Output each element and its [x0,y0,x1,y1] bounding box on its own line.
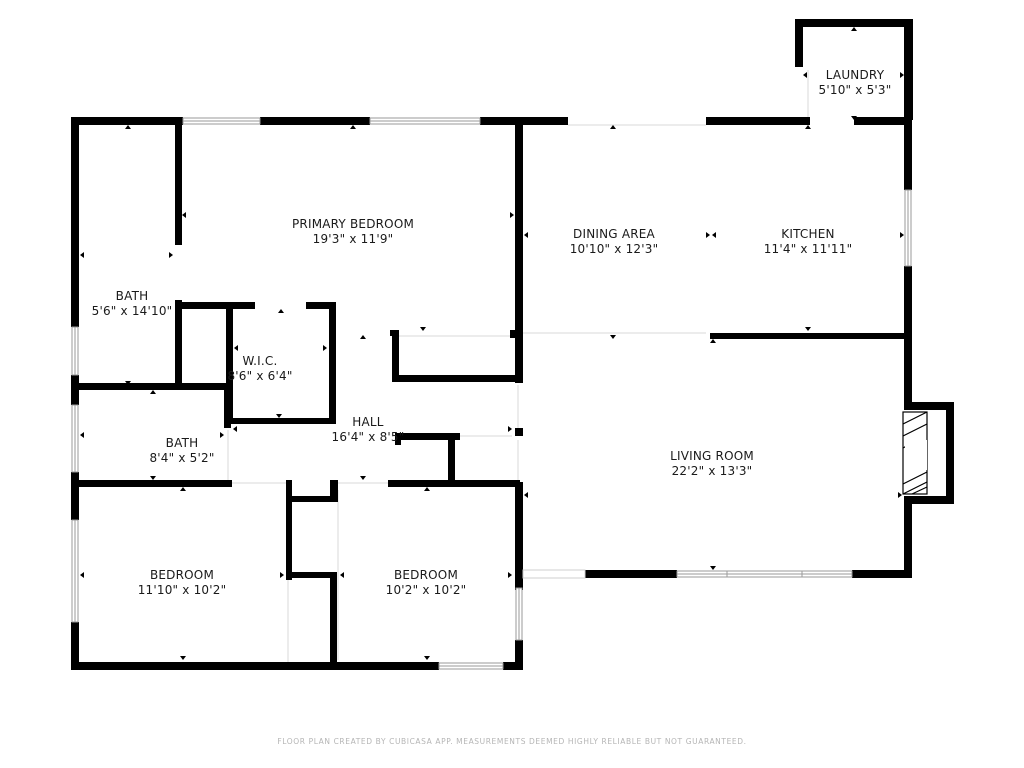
room-name-label: DINING AREA [573,227,655,241]
room-name-label: KITCHEN [781,227,835,241]
room-dimensions: 5'10" x 5'3" [818,83,892,97]
windows [71,117,912,670]
room-laundry: LAUNDRY 5'10" x 5'3" [819,68,892,98]
room-dimensions: 16'4" x 8'5" [331,430,405,444]
room-dimensions: 10'2" x 10'2" [385,583,467,597]
room-hall: HALL 16'4" x 8'5" [332,415,405,445]
room-bath-1: BATH 5'6" x 14'10" [92,289,173,319]
opening-guides [227,70,809,662]
room-dimensions: 11'10" x 10'2" [137,583,227,597]
room-dimensions: 19'3" x 11'9" [312,232,394,246]
room-dimensions: 11'4" x 11'11" [763,242,853,256]
fireplace [902,410,946,496]
walls [71,19,954,670]
room-name-label: LAUNDRY [825,68,885,82]
room-dimensions: 5'6" x 14'10" [91,304,173,318]
dimension-marks [80,27,904,660]
room-dimensions: 22'2" x 13'3" [671,464,753,478]
footer-disclaimer: FLOOR PLAN CREATED BY CUBICASA APP. MEAS… [277,737,747,746]
room-wic: W.I.C. 8'6" x 6'4" [227,354,292,384]
room-kitchen: KITCHEN 11'4" x 11'11" [764,227,853,257]
room-name-label: LIVING ROOM [670,449,754,463]
room-name-label: BATH [115,289,149,303]
room-bedroom-1: BEDROOM 11'10" x 10'2" [138,568,227,598]
room-bath-2: BATH 8'4" x 5'2" [149,436,214,466]
room-name-label: BEDROOM [149,568,215,582]
room-name-label: PRIMARY BEDROOM [291,217,415,231]
room-primary-bedroom: PRIMARY BEDROOM 19'3" x 11'9" [292,217,414,247]
room-dimensions: 8'4" x 5'2" [149,451,215,465]
room-dining-area: DINING AREA 10'10" x 12'3" [570,227,659,257]
room-name-label: HALL [352,415,384,429]
room-dimensions: 10'10" x 12'3" [569,242,659,256]
room-dimensions: 8'6" x 6'4" [227,369,293,383]
room-living-room: LIVING ROOM 22'2" x 13'3" [670,449,754,479]
room-bedroom-2: BEDROOM 10'2" x 10'2" [386,568,467,598]
room-name-label: W.I.C. [242,354,278,368]
room-name-label: BATH [165,436,199,450]
room-name-label: BEDROOM [393,568,459,582]
